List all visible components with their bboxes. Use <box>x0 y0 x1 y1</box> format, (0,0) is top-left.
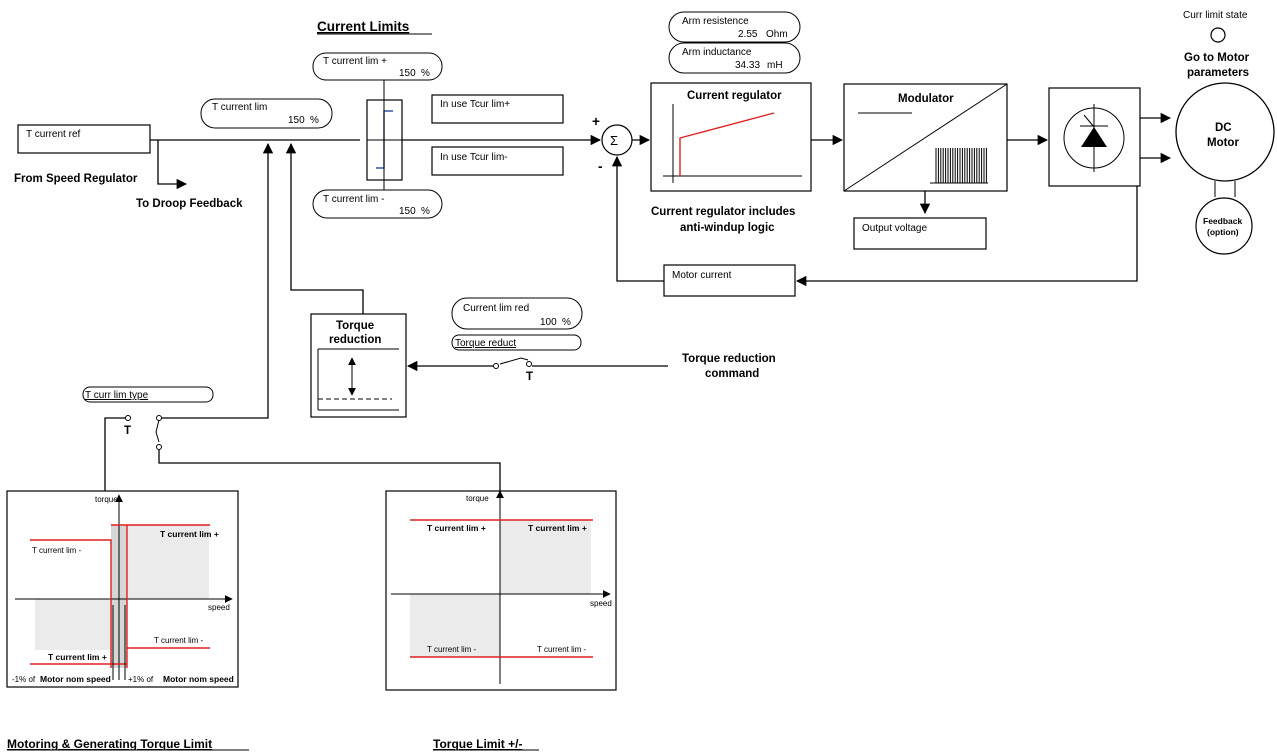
left-neg-pct: -1% of <box>12 675 36 684</box>
t-current-lim-value: 150 <box>288 115 305 126</box>
modulator-title: Modulator <box>898 93 954 105</box>
pwm-pulses <box>935 148 987 183</box>
current-regulator-note-2: anti-windup logic <box>680 222 775 234</box>
right-axis-speed: speed <box>590 599 612 608</box>
output-voltage-box <box>853 217 987 250</box>
torque-reduction-cmd-2: command <box>705 368 759 380</box>
arm-resistence-param[interactable] <box>668 11 801 43</box>
left-lim-minus-left: T current lim - <box>32 546 82 555</box>
left-axis-torque: torque <box>95 495 118 504</box>
arm-inductance-unit: mH <box>767 60 783 71</box>
go-to-motor-params-1[interactable]: Go to Motor <box>1184 52 1250 64</box>
current-lim-red-label: Current lim red <box>463 303 529 314</box>
motoring-generating-heading: Motoring & Generating Torque Limit <box>7 737 212 751</box>
sum-plus-sign: + <box>592 114 600 129</box>
torque-reduction-cmd-1: Torque reduction <box>682 353 776 365</box>
current-lim-red-param[interactable] <box>451 297 583 330</box>
t-current-ref-label: T current ref <box>26 129 80 140</box>
left-pos-pct: +1% of <box>128 675 154 684</box>
go-to-motor-params-2[interactable]: parameters <box>1187 67 1249 79</box>
arm-inductance-param[interactable] <box>668 42 801 74</box>
t-current-lim-plus-label: T current lim + <box>323 56 387 67</box>
wire-feedback-to-sum <box>611 155 664 282</box>
t-current-lim-minus-param[interactable] <box>312 189 443 219</box>
torque-reduction-block <box>310 313 407 418</box>
torque-reduct-label: Torque reduct <box>455 338 516 349</box>
sum-symbol: Σ <box>610 133 618 148</box>
left-pos-label: Motor nom speed <box>163 674 234 684</box>
wire-to-torque-limit-graph <box>158 450 501 491</box>
from-speed-regulator-label: From Speed Regulator <box>14 173 138 185</box>
right-lim-minus-right: T current lim - <box>537 645 587 654</box>
left-neg-label: Motor nom speed <box>40 674 111 684</box>
right-lim-plus-left: T current lim + <box>427 523 486 533</box>
t-current-lim-param[interactable] <box>200 98 333 129</box>
left-lim-plus-right: T current lim + <box>160 529 219 539</box>
t-current-lim-minus-label: T current lim - <box>323 194 385 205</box>
dc-motor <box>1175 82 1275 182</box>
current-lim-red-value: 100 <box>540 317 557 328</box>
curr-limit-state-label: Curr limit state <box>1183 10 1248 21</box>
regulator-response-curve <box>679 112 775 176</box>
t-current-lim-minus-value: 150 <box>399 206 416 217</box>
in-use-tcur-lim-minus-label: In use Tcur lim- <box>440 152 508 163</box>
arm-resistence-value: 2.55 <box>738 29 758 40</box>
current-regulator-title: Current regulator <box>687 90 782 102</box>
curr-limit-state-indicator <box>1210 27 1226 43</box>
curr-lim-switch-t: T <box>124 425 131 437</box>
in-use-tcur-lim-plus-box <box>431 94 564 124</box>
feedback-label-1: Feedback <box>1203 216 1242 226</box>
t-current-lim-unit: % <box>310 115 319 126</box>
current-regulator-note-1: Current regulator includes <box>651 206 795 218</box>
wire-to-droop <box>157 140 188 190</box>
left-axis-speed: speed <box>208 603 230 612</box>
right-axis-torque: torque <box>466 494 489 503</box>
torque-reduction-title-1: Torque <box>336 320 374 332</box>
dc-motor-label-1: DC <box>1215 122 1232 134</box>
motor-current-box <box>663 264 796 297</box>
t-current-lim-label: T current lim <box>212 102 267 113</box>
torque-reduct-param[interactable] <box>451 334 582 351</box>
t-current-lim-plus-param[interactable] <box>312 52 443 81</box>
t-curr-lim-type-param[interactable] <box>82 386 214 403</box>
t-current-ref-box <box>17 124 151 154</box>
t-current-lim-plus-value: 150 <box>399 68 416 79</box>
t-current-lim-plus-unit: % <box>421 68 430 79</box>
arm-inductance-value: 34.33 <box>735 60 760 71</box>
to-droop-feedback-label: To Droop Feedback <box>136 198 243 210</box>
torque-limit-graph: torque speed T current lim + T current l… <box>385 490 617 691</box>
t-curr-lim-type-label: T curr lim type <box>85 390 149 401</box>
torque-limit-pm-heading: Torque Limit +/- <box>433 737 522 751</box>
left-lim-plus-left: T current lim + <box>48 652 107 662</box>
arm-resistence-unit: Ohm <box>766 29 788 40</box>
in-use-tcur-lim-plus-label: In use Tcur lim+ <box>440 99 510 110</box>
sum-minus-sign: - <box>598 159 603 174</box>
t-current-lim-minus-unit: % <box>421 206 430 217</box>
in-use-tcur-lim-minus-box <box>431 146 564 176</box>
arm-inductance-label: Arm inductance <box>682 47 752 58</box>
current-regulator-block <box>650 82 812 192</box>
left-lim-minus-right: T current lim - <box>154 636 204 645</box>
motoring-generating-graph: torque speed T current lim + T current l… <box>6 490 239 688</box>
current-limits-heading: Current Limits <box>317 19 409 34</box>
dc-motor-label-2: Motor <box>1207 137 1239 149</box>
arm-resistence-label: Arm resistence <box>682 16 749 27</box>
output-voltage-label: Output voltage <box>862 223 927 234</box>
torque-switch-t: T <box>526 371 533 383</box>
wire-torque-reduction-up <box>285 142 364 314</box>
motor-current-label: Motor current <box>672 270 732 281</box>
feedback-label-2: (option) <box>1207 227 1239 237</box>
wire-bridge-feedback <box>795 186 1138 287</box>
feedback-option <box>1195 197 1253 255</box>
torque-reduction-title-2: reduction <box>329 334 381 346</box>
right-lim-plus-right: T current lim + <box>528 523 587 533</box>
right-lim-minus-left: T current lim - <box>427 645 477 654</box>
current-lim-red-unit: % <box>562 317 571 328</box>
